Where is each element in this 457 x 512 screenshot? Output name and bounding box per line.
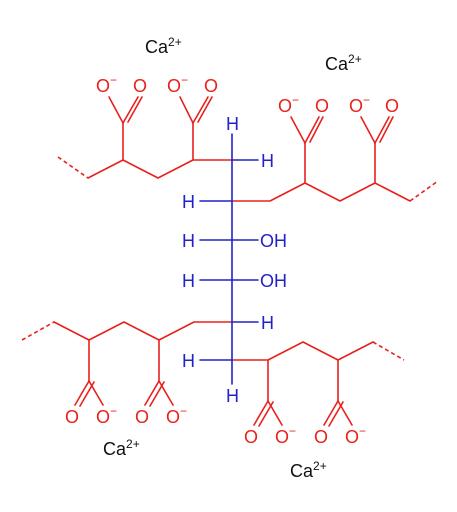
carbonyl-oxygen: O — [65, 407, 79, 427]
calcium-ion-label: Ca2+ — [325, 52, 362, 74]
carboxylate-oxygen-anion: O− — [345, 424, 366, 447]
sugar-alcohol-chain — [199, 133, 259, 385]
carbonyl-oxygen: O — [244, 427, 258, 447]
carboxylate-oxygen-anion: O− — [167, 73, 188, 96]
hydroxyl-group: OH — [260, 231, 287, 251]
carbonyl-oxygen: O — [133, 76, 147, 96]
bottom-carboxylate-1 — [74, 339, 104, 407]
top-carboxylate-4 — [360, 116, 394, 184]
top-carboxylate-2 — [179, 96, 213, 161]
carbonyl-oxygen: O — [385, 96, 399, 116]
hydrogen-atom: H — [261, 151, 274, 171]
top-carboxylate-3 — [290, 116, 324, 184]
bottom-carboxylate-3 — [253, 359, 283, 427]
hydrogen-atom: H — [261, 313, 274, 333]
hydrogen-atom: H — [182, 351, 195, 371]
hydrogen-atom: H — [226, 114, 239, 134]
hydroxyl-group: OH — [260, 271, 287, 291]
carboxylate-oxygen-anion: O− — [278, 93, 299, 116]
calcium-ion-label: Ca2+ — [103, 437, 140, 459]
bottom-carboxylate-4 — [323, 359, 353, 427]
hydrogen-atom: H — [226, 386, 239, 406]
carboxylate-oxygen-anion: O− — [349, 93, 370, 116]
hydrogen-atom: H — [182, 271, 195, 291]
carbonyl-oxygen: O — [315, 96, 329, 116]
top-carboxylate-1 — [108, 96, 143, 161]
bottom-carboxylate-2 — [144, 339, 174, 407]
hydrogen-atom: H — [182, 231, 195, 251]
carboxylate-oxygen-anion: O− — [96, 73, 117, 96]
carbonyl-oxygen: O — [204, 76, 218, 96]
calcium-ion-label: Ca2+ — [145, 35, 182, 57]
top-polyacrylate-backbone — [57, 96, 439, 202]
carbonyl-oxygen: O — [135, 407, 149, 427]
carbonyl-oxygen: O — [314, 427, 328, 447]
carboxylate-oxygen-anion: O− — [166, 404, 187, 427]
carboxylate-oxygen-anion: O− — [275, 424, 296, 447]
bottom-polyacrylate-backbone — [21, 321, 405, 427]
carboxylate-oxygen-anion: O− — [96, 404, 117, 427]
hydrogen-atom: H — [182, 192, 195, 212]
calcium-ion-label: Ca2+ — [290, 459, 327, 481]
